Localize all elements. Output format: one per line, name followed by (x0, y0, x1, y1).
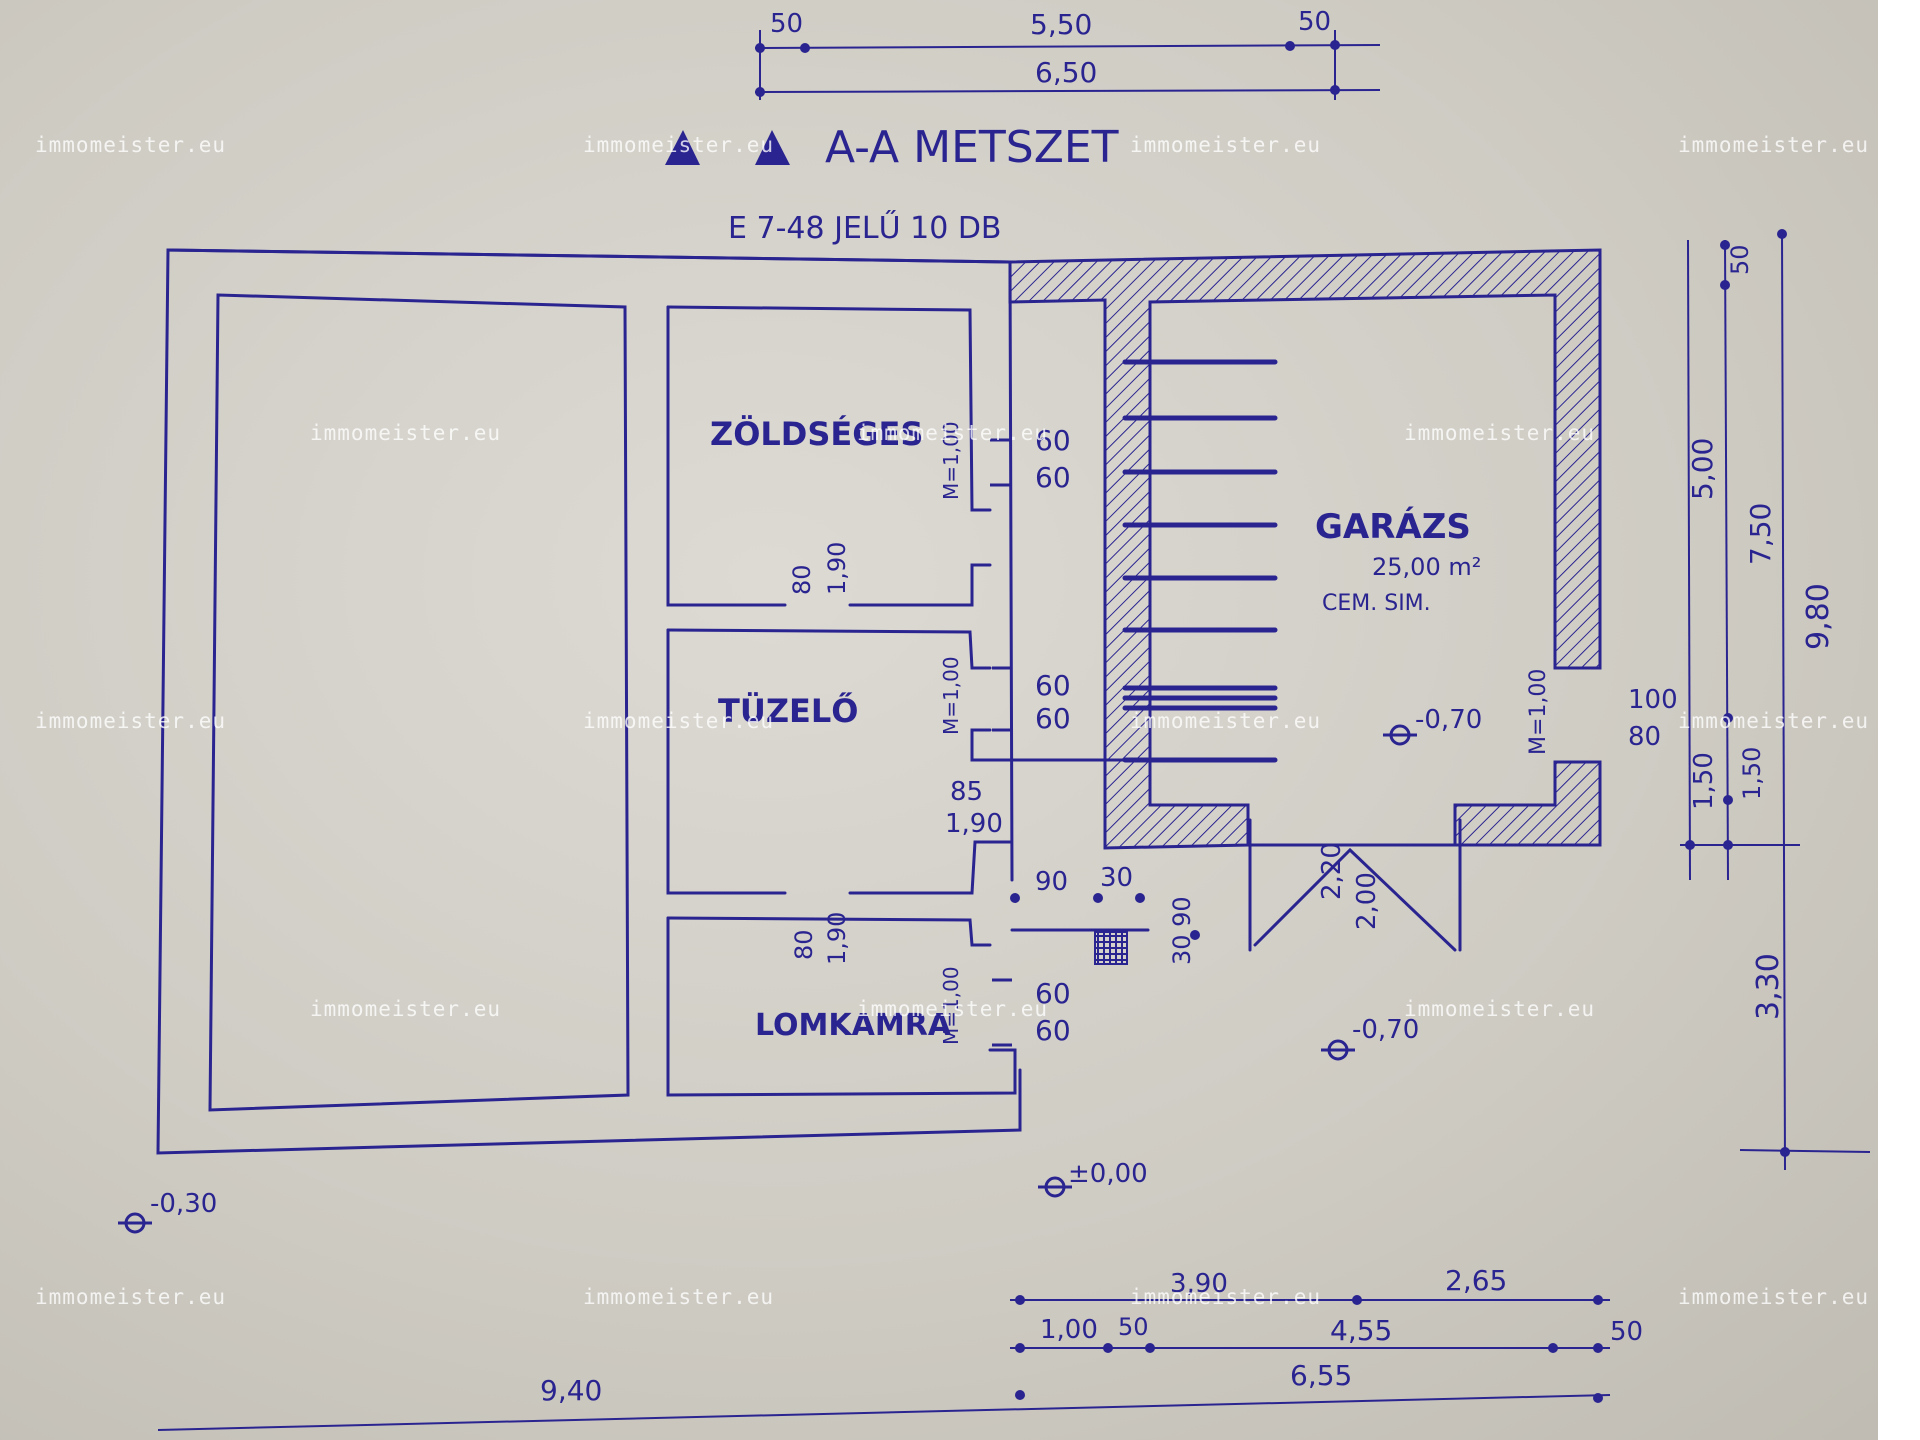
room-label-zoldseges: ZÖLDSÉGES (710, 415, 923, 453)
dim-bottom-100: 1,00 (1040, 1315, 1098, 1345)
dim-top-50-right: 50 (1298, 7, 1331, 37)
watermark: immomeister.eu (583, 133, 775, 157)
watermark: immomeister.eu (857, 421, 1049, 445)
dim-right-500: 5,00 (1686, 438, 1719, 500)
door-85: 85 (950, 777, 983, 807)
dim-bottom-940: 9,40 (540, 1374, 602, 1407)
gar-100: 100 (1628, 685, 1678, 715)
watermark: immomeister.eu (1404, 997, 1596, 1021)
watermark: immomeister.eu (1130, 133, 1322, 157)
zoldseges-outline (666, 305, 992, 512)
dim-bottom-265: 2,65 (1445, 1264, 1507, 1297)
room-label-garazs: GARÁZS (1315, 506, 1471, 547)
outer-wall-top (166, 248, 1012, 264)
dim-right-750: 7,50 (1744, 503, 1777, 565)
dim-right-50: 50 (1726, 244, 1754, 275)
pass-90: 90 (1035, 867, 1068, 897)
watermark: immomeister.eu (583, 1285, 775, 1309)
door-190-b: 1,90 (945, 809, 1003, 839)
watermark: immomeister.eu (1130, 1285, 1322, 1309)
dim-bottom-50: 50 (1118, 1313, 1149, 1341)
level-garage-text: -0,70 (1415, 705, 1482, 735)
level-yard-text: -0,70 (1352, 1015, 1419, 1045)
gate-200: 2,00 (1352, 872, 1382, 930)
level-outside-text: -0,30 (150, 1189, 217, 1219)
dim-right-980: 9,80 (1801, 583, 1836, 650)
watermark: immomeister.eu (1404, 421, 1596, 445)
pass-30-90: 30 90 (1168, 896, 1196, 965)
watermark: immomeister.eu (1130, 709, 1322, 733)
gate-220: 2,20 (1317, 842, 1347, 900)
door-80-a: 80 (788, 564, 816, 595)
gar-80: 80 (1628, 722, 1661, 752)
dim-right-150: 1,50 (1689, 752, 1719, 810)
dim-bottom-390: 3,90 (1170, 1269, 1228, 1299)
win-60-b: 60 (1035, 461, 1071, 494)
level-zero-text: ±0,00 (1068, 1159, 1148, 1189)
room-label-lomkamra: LOMKAMRA (755, 1008, 952, 1043)
watermark: immomeister.eu (1678, 709, 1870, 733)
dim-top-550: 5,50 (1030, 8, 1092, 41)
dim-top-50-left: 50 (770, 9, 803, 39)
garazs-area: 25,00 m² (1372, 553, 1481, 581)
section-title: A-A METSZET (825, 122, 1119, 173)
dim-right-150b: 1,50 (1738, 747, 1766, 800)
dim-bottom-455: 4,55 (1330, 1314, 1392, 1347)
lomkamra-outline (666, 916, 992, 947)
tuzelo-outline (666, 628, 992, 670)
dim-bottom-655: 6,55 (1290, 1359, 1352, 1392)
large-room-outline (208, 293, 630, 1112)
watermark: immomeister.eu (1678, 1285, 1870, 1309)
pass-30: 30 (1100, 863, 1133, 893)
door-80-b: 80 (790, 929, 818, 960)
watermark: immomeister.eu (35, 133, 227, 157)
chimney-symbol (1094, 931, 1128, 965)
door-190-a: 1,90 (823, 542, 851, 595)
win-m100-a: M=1,00 (939, 421, 963, 500)
win-60-a: 60 (1035, 424, 1071, 457)
watermark: immomeister.eu (35, 1285, 227, 1309)
win-60-c: 60 (1035, 669, 1071, 702)
gar-m100: M=1,00 (1526, 669, 1551, 755)
garage-walls (1008, 248, 1602, 850)
dim-top-650: 6,50 (1035, 56, 1097, 89)
paper-edge (1878, 0, 1920, 1440)
watermark: immomeister.eu (1678, 133, 1870, 157)
window-note: E 7-48 JELŰ 10 DB (728, 209, 1002, 246)
win-60-d: 60 (1035, 702, 1071, 735)
room-label-tuzelo: TÜZELŐ (718, 691, 858, 730)
win-m100-b: M=1,00 (939, 656, 963, 735)
watermark: immomeister.eu (583, 709, 775, 733)
win-m100-c: M=1,00 (939, 966, 963, 1045)
dim-right-330: 3,30 (1751, 953, 1786, 1020)
watermark: immomeister.eu (310, 997, 502, 1021)
watermark: immomeister.eu (857, 997, 1049, 1021)
dim-bottom-50b: 50 (1610, 1317, 1643, 1347)
door-190-c: 1,90 (823, 912, 851, 965)
garazs-floor: CEM. SIM. (1322, 591, 1431, 616)
win-60-f: 60 (1035, 1014, 1071, 1047)
win-60-e: 60 (1035, 977, 1071, 1010)
watermark: immomeister.eu (310, 421, 502, 445)
watermark: immomeister.eu (35, 709, 227, 733)
gate-swing (1253, 847, 1457, 952)
